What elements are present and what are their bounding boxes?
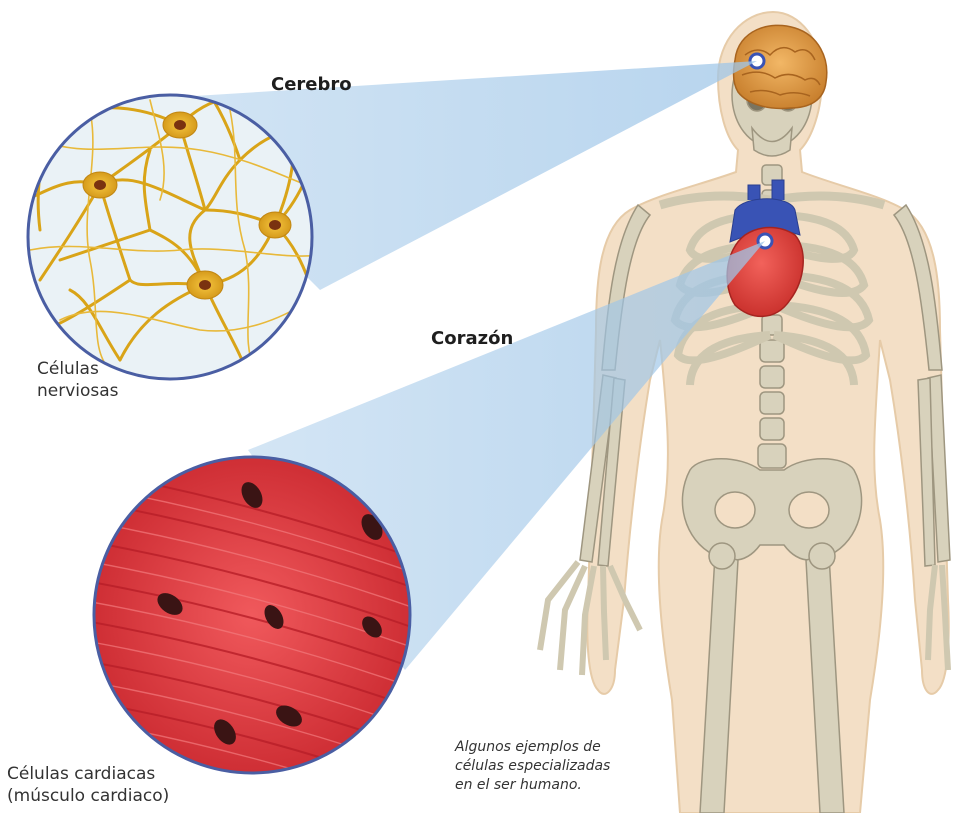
figure-caption: Algunos ejemplos de células especializad… (455, 738, 610, 795)
caption-line1: Algunos ejemplos de (455, 738, 610, 757)
brain (733, 25, 826, 108)
cardiac-cells-label-line2: (músculo cardiaco) (7, 785, 169, 807)
nerve-cells-label: Células nerviosas (37, 358, 119, 402)
heart-label: Corazón (431, 328, 513, 349)
caption-line2: células especializadas (455, 757, 610, 776)
caption-line3: en el ser humano. (455, 776, 610, 795)
nerve-cells-label-line2: nerviosas (37, 380, 119, 402)
nerve-cells-label-line1: Células (37, 358, 119, 380)
cardiac-cells-label: Células cardiacas (músculo cardiaco) (7, 763, 169, 807)
brain-label: Cerebro (271, 74, 352, 95)
cardiac-cells-label-line1: Células cardiacas (7, 763, 169, 785)
cardiac-cells-view (80, 457, 420, 813)
